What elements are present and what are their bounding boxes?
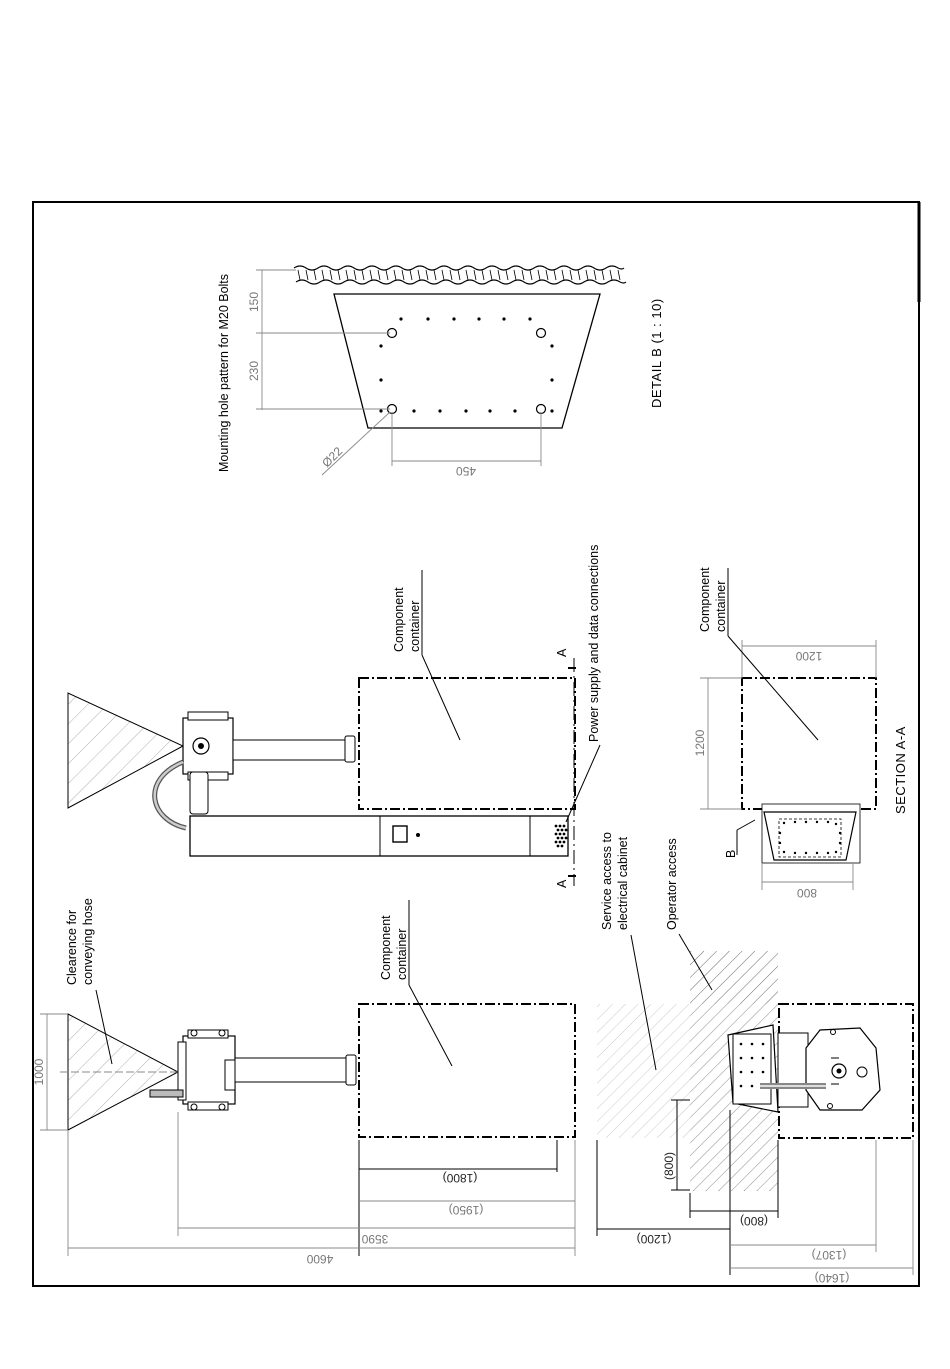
dim-4600: 4600 [306, 1252, 333, 1266]
label-container-section-2: container [714, 581, 728, 632]
dim-1000: 1000 [32, 1058, 46, 1085]
component-container-section [741, 677, 877, 810]
label-service-access-1: Service access to [600, 832, 614, 930]
dim-1800: (1800) [443, 1171, 478, 1185]
label-clearance-1: Clearence for [65, 910, 79, 985]
label-detail-b: DETAIL B (1 : 10) [649, 298, 664, 408]
label-section-a-a: SECTION A-A [893, 726, 908, 814]
section-a-a-view: 1200 1200 800 B Component container SECT… [693, 567, 908, 900]
dim-150: 150 [247, 292, 261, 312]
detail-b-view: 150 230 450 Ø22 Mounting hole pattern fo… [217, 265, 664, 478]
dim-800-section: 800 [797, 886, 817, 900]
dim-1950: (1950) [449, 1203, 484, 1217]
cabinet-vent-grid [554, 824, 568, 848]
component-container-middle [358, 677, 576, 810]
clearance-cone-middle [67, 692, 185, 809]
label-container-mid-1: Component [392, 587, 406, 652]
label-service-access-2: electrical cabinet [616, 836, 630, 930]
detail-marker-b: B [724, 850, 738, 858]
top-view [597, 951, 914, 1191]
labels-top-view: Service access to electrical cabinet Ope… [600, 832, 713, 1071]
label-container-mid-2: container [408, 601, 422, 652]
label-mounting-hole-pattern: Mounting hole pattern for M20 Bolts [217, 274, 231, 472]
mounting-holes [379, 317, 554, 415]
dim-1640: (1640) [815, 1271, 850, 1285]
mounting-plate-outline [333, 293, 601, 429]
label-power-supply: Power supply and data connections [587, 545, 601, 742]
labels-middle-view: Component container Power supply and dat… [392, 545, 601, 823]
label-container-left-2: container [395, 929, 409, 980]
dim-1200-section-horizontal: 1200 [795, 649, 822, 663]
dimensions-top-view: (800) (800) (1200) (1307) (1640) [596, 1099, 914, 1285]
side-view-left [60, 1003, 576, 1138]
label-clearance-2: conveying hose [81, 898, 95, 985]
dim-phi22: Ø22 [319, 444, 345, 470]
dim-1307: (1307) [812, 1248, 847, 1262]
dim-3590: 3590 [361, 1232, 388, 1246]
dim-800-top-left: (800) [662, 1152, 676, 1180]
dimensions-left-view: 1000 (1800) (1950) 3590 4600 [32, 1013, 576, 1266]
component-container-left [358, 1003, 576, 1138]
dim-1200-top: (1200) [637, 1232, 672, 1246]
label-container-section-1: Component [698, 567, 712, 632]
dim-800-top-bottom: (800) [740, 1214, 768, 1228]
label-operator-access: Operator access [665, 838, 679, 930]
electrical-cabinet [189, 815, 569, 857]
side-view-middle: A A [67, 648, 576, 888]
section-marker-a-top: A [555, 648, 569, 657]
dim-450: 450 [456, 464, 476, 478]
labels-left-view: Clearence for conveying hose Component c… [65, 898, 453, 1067]
dim-1200-section-vertical: 1200 [693, 729, 707, 756]
drawing-frame [32, 201, 920, 1287]
label-container-left-1: Component [379, 915, 393, 980]
dim-230: 230 [247, 361, 261, 381]
section-marker-a-bottom: A [555, 879, 569, 888]
